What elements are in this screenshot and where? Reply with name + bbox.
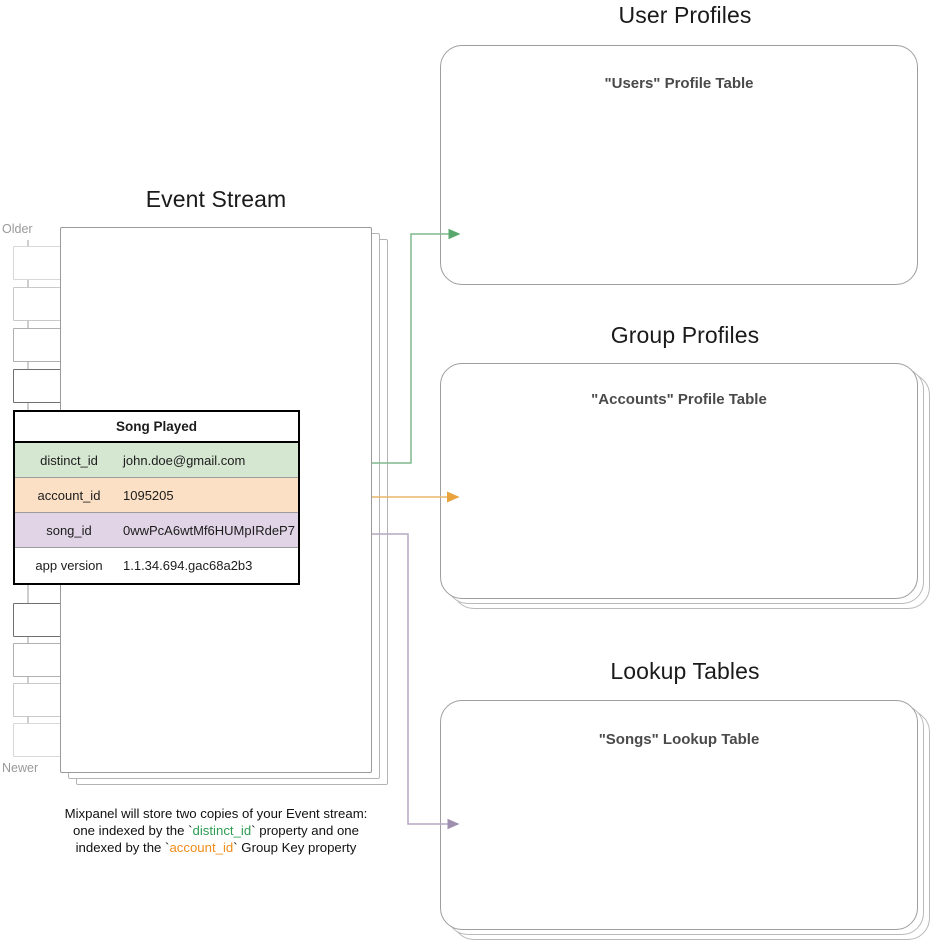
caption-line-3: indexed by the `account_id` Group Key pr… xyxy=(28,839,404,856)
caption-line2-pre: one indexed by the ` xyxy=(73,823,193,838)
event-property-song-id[interactable]: song_id 0wwPcA6wtMf6HUMpIRdeP7 xyxy=(15,513,298,548)
selected-event-card[interactable]: Song Played distinct_id john.doe@gmail.c… xyxy=(13,410,300,585)
accounts-profile-table-title: "Accounts" Profile Table xyxy=(591,391,767,408)
event-property-app-version[interactable]: app version 1.1.34.694.gac68a2b3 xyxy=(15,548,298,583)
section-title-group-profiles: Group Profiles xyxy=(610,322,760,348)
caption-token-distinct-id: distinct_id xyxy=(192,823,252,838)
selected-event-name: Song Played xyxy=(15,412,298,443)
event-property-key: app version xyxy=(35,558,103,573)
caption-line-1: Mixpanel will store two copies of your E… xyxy=(64,806,368,821)
event-property-value: 1095205 xyxy=(123,487,174,503)
caption-line-2: one indexed by the `distinct_id` propert… xyxy=(28,822,404,839)
caption: Mixpanel will store two copies of your E… xyxy=(28,805,404,856)
users-profile-panel: "Users" Profile Table xyxy=(440,45,918,285)
event-property-value: 0wwPcA6wtMf6HUMpIRdeP7 xyxy=(123,522,295,538)
users-profile-table-title: "Users" Profile Table xyxy=(604,75,754,92)
songs-lookup-table-title: "Songs" Lookup Table xyxy=(598,731,760,748)
caption-line2-post: ` property and one xyxy=(251,823,359,838)
event-property-key: song_id xyxy=(46,522,92,538)
songs-lookup-panel: "Songs" Lookup Table xyxy=(440,700,918,930)
caption-token-account-id: account_id xyxy=(169,840,234,855)
event-property-key: distinct_id xyxy=(40,452,98,468)
event-property-distinct-id[interactable]: distinct_id john.doe@gmail.com xyxy=(15,443,298,478)
event-property-value: john.doe@gmail.com xyxy=(123,452,246,468)
event-property-key: account_id xyxy=(37,487,101,503)
accounts-profile-panel: "Accounts" Profile Table xyxy=(440,363,918,599)
event-property-value: 1.1.34.694.gac68a2b3 xyxy=(123,558,253,573)
event-property-account-id[interactable]: account_id 1095205 xyxy=(15,478,298,513)
caption-line3-post: ` Group Key property xyxy=(233,840,357,855)
caption-line3-pre: indexed by the ` xyxy=(75,840,170,855)
section-title-event-stream: Event Stream xyxy=(145,186,287,212)
section-title-user-profiles: User Profiles xyxy=(618,2,752,28)
timeline-label-newer: Newer xyxy=(2,761,39,775)
section-title-lookup-tables: Lookup Tables xyxy=(610,658,760,684)
timeline-label-older: Older xyxy=(2,222,33,236)
